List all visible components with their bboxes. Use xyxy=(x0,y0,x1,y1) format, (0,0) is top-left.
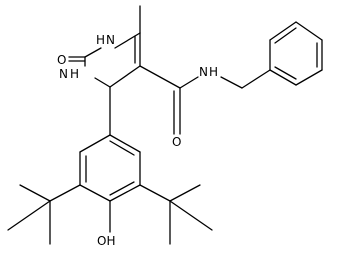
bond-ar-3 xyxy=(79,184,111,202)
atom-label-ring-nh-top-h: H xyxy=(96,33,105,47)
bond-tbu-right-me2 xyxy=(169,200,213,231)
bond-n1-c6 xyxy=(114,32,141,49)
atom-label-amide-h: H xyxy=(209,65,218,79)
bond-ph-6 xyxy=(269,69,297,86)
bond-ar-tbu-right xyxy=(139,184,171,202)
bond-n-ch2 xyxy=(220,76,243,89)
bond-c5-carbonyl xyxy=(139,65,181,89)
bond-tbu-right-me1 xyxy=(169,184,201,202)
bond-ph-2 xyxy=(269,21,297,41)
atom-label-amide-n: N xyxy=(199,65,208,79)
bond-c2-n1 xyxy=(84,47,102,58)
bond-tbu-left-me2 xyxy=(7,200,51,231)
atom-label-ring-carbonyl-o: O xyxy=(57,53,66,67)
bond-ph-double-1 xyxy=(274,27,297,44)
atom-label-ring-nh-left-h: H xyxy=(70,67,79,81)
atom-labels: O H N N H O N H OH xyxy=(57,33,218,248)
atom-label-ring-nh-top-n: N xyxy=(106,33,115,47)
bonds xyxy=(7,5,323,245)
bond-ar-1 xyxy=(79,134,111,153)
atom-label-ring-nh-left-n: N xyxy=(59,67,68,81)
bond-ph-3 xyxy=(295,21,323,41)
bond-ch2-phenyl xyxy=(241,69,271,89)
bond-ar-tbu-left xyxy=(49,184,81,202)
bond-ar-6 xyxy=(109,134,141,153)
bond-ar-double-2 xyxy=(109,181,135,196)
bond-ar-4 xyxy=(109,184,141,202)
bond-c4-n3 xyxy=(94,77,111,88)
bond-c5-c4 xyxy=(109,65,141,88)
atom-label-hydroxyl: OH xyxy=(97,234,115,248)
bond-ar-double-3 xyxy=(109,140,135,156)
bond-ph-5 xyxy=(295,69,323,86)
atom-label-amide-o: O xyxy=(172,135,181,149)
bond-tbu-left-me1 xyxy=(19,184,51,202)
bond-ph-double-3 xyxy=(274,66,297,80)
bond-carbonyl-n xyxy=(179,76,199,89)
